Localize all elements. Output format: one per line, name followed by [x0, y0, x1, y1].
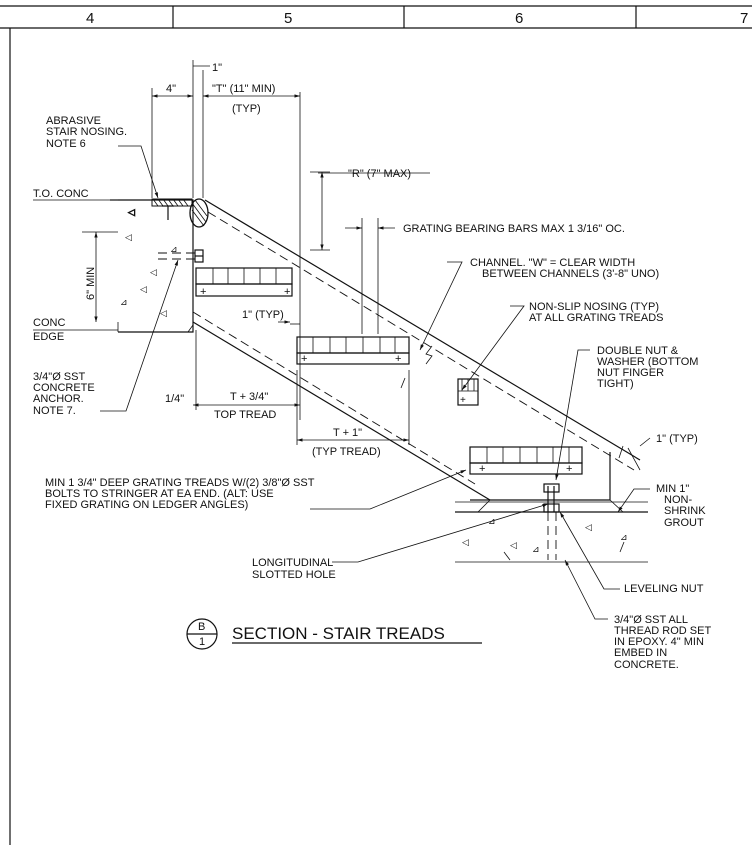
svg-text:+: +	[460, 395, 466, 406]
svg-text:◁: ◁	[140, 284, 147, 294]
note-treads-3: FIXED GRATING ON LEDGER ANGLES)	[45, 499, 248, 511]
note-anchor-2: CONCRETE	[33, 382, 95, 394]
grating-tread-3: + +	[469, 446, 583, 475]
svg-text:◁: ◁	[160, 308, 167, 318]
svg-text:◁: ◁	[585, 522, 592, 532]
note-grout-4: GROUT	[664, 517, 704, 529]
note-grout-3: SHRINK	[664, 505, 706, 517]
note-leveling: LEVELING NUT	[624, 583, 704, 595]
note-slot-1: LONGITUDINAL	[252, 557, 333, 569]
note-anchor-1: 3/4"Ø SST	[33, 371, 85, 383]
svg-text:⊿: ⊿	[120, 297, 128, 307]
grid-col-6: 6	[515, 10, 523, 27]
note-grout-2: NON-	[664, 494, 692, 506]
dim-T1: T + 1"	[333, 427, 362, 439]
svg-text:⊿: ⊿	[170, 244, 178, 254]
dim-1in-typ: 1" (TYP)	[242, 309, 284, 321]
leaders	[100, 145, 650, 620]
note-treads-2: BOLTS TO STRINGER AT EA END. (ALT: USE	[45, 488, 274, 500]
note-grout-1: MIN 1"	[656, 483, 689, 495]
note-rod-1: 3/4"Ø SST ALL	[614, 614, 688, 626]
base-plate	[470, 452, 611, 513]
note-nosing-1: ABRASIVE	[46, 115, 101, 127]
nonslip-nosing-detail: +	[457, 378, 479, 406]
section-marker-sheet: 1	[199, 636, 205, 648]
note-nut-1: DOUBLE NUT &	[597, 345, 679, 357]
dim-top-tread: TOP TREAD	[214, 409, 276, 421]
dimensions	[82, 60, 651, 471]
note-anchor-4: NOTE 7.	[33, 405, 76, 417]
note-anchor-3: ANCHOR.	[33, 393, 84, 405]
svg-text:+: +	[395, 353, 401, 365]
note-nosing-3: NOTE 6	[46, 138, 86, 150]
grid-col-7: 7	[740, 10, 748, 27]
note-rod-2: THREAD ROD SET	[614, 625, 711, 637]
stair-stringer	[192, 199, 641, 501]
dim-4in: 4"	[166, 83, 176, 95]
section-title: SECTION - STAIR TREADS	[232, 624, 445, 643]
svg-text:+: +	[479, 463, 485, 475]
note-rod-4: EMBED IN	[614, 647, 667, 659]
note-nut-4: TIGHT)	[597, 378, 634, 390]
svg-text:⊿: ⊿	[532, 544, 540, 554]
svg-text:◁: ◁	[150, 267, 157, 277]
note-nonslip-2: AT ALL GRATING TREADS	[529, 312, 663, 324]
section-marker-letter: B	[198, 621, 205, 633]
svg-text:+: +	[284, 286, 290, 298]
dim-typ-tread: (TYP TREAD)	[312, 446, 381, 458]
svg-text:◁: ◁	[462, 537, 469, 547]
dim-1in-typ-right: 1" (TYP)	[656, 433, 698, 445]
dim-R: "R" (7" MAX)	[348, 168, 411, 180]
dim-typ: (TYP)	[232, 103, 261, 115]
dim-grating-bars: GRATING BEARING BARS MAX 1 3/16" OC.	[403, 223, 625, 235]
grating-tread-1: + +	[195, 267, 293, 298]
upper-concrete-landing: ◁ ◁ ◁ ◁ ⊿ ⊿ ◁	[110, 199, 204, 333]
note-conc: CONC	[33, 317, 65, 329]
grid-col-5: 5	[284, 10, 292, 27]
dim-1in-top: 1"	[212, 62, 222, 74]
svg-text:+: +	[566, 463, 572, 475]
svg-text:◁: ◁	[128, 207, 135, 217]
svg-text:◁: ◁	[125, 232, 132, 242]
note-rod-3: IN EPOXY. 4" MIN	[614, 636, 704, 648]
lower-concrete-foundation: ◁ ⊿ ◁ ◁ ⊿ ⊿	[455, 499, 648, 563]
note-nonslip-1: NON-SLIP NOSING (TYP)	[529, 301, 659, 313]
dim-quarter: 1/4"	[165, 393, 184, 405]
note-treads-1: MIN 1 3/4" DEEP GRATING TREADS W/(2) 3/8…	[45, 477, 315, 489]
svg-text:◁: ◁	[510, 540, 517, 550]
note-edge: EDGE	[33, 331, 64, 343]
note-channel-1: CHANNEL. "W" = CLEAR WIDTH	[470, 257, 635, 269]
note-slot-2: SLOTTED HOLE	[252, 569, 336, 581]
note-rod-5: CONCRETE.	[614, 659, 679, 671]
grating-tread-2: + +	[296, 336, 410, 365]
note-nut-3: NUT FINGER	[597, 367, 664, 379]
dim-T34: T + 3/4"	[230, 391, 268, 403]
note-nut-2: WASHER (BOTTOM	[597, 356, 698, 368]
note-to-conc: T.O. CONC	[33, 188, 89, 200]
svg-text:⊿: ⊿	[620, 532, 628, 542]
note-channel-2: BETWEEN CHANNELS (3'-8" UNO)	[482, 268, 659, 280]
dim-6in-min: 6" MIN	[85, 267, 97, 300]
top-nosing	[151, 198, 209, 228]
svg-text:+: +	[200, 286, 206, 298]
dim-T: "T" (11" MIN)	[212, 83, 275, 95]
grid-col-4: 4	[86, 10, 94, 27]
svg-text:+: +	[301, 353, 307, 365]
note-nosing-2: STAIR NOSING.	[46, 126, 127, 138]
section-marker: B 1	[186, 618, 218, 650]
grid-header: 4 5 6 7	[0, 5, 752, 845]
